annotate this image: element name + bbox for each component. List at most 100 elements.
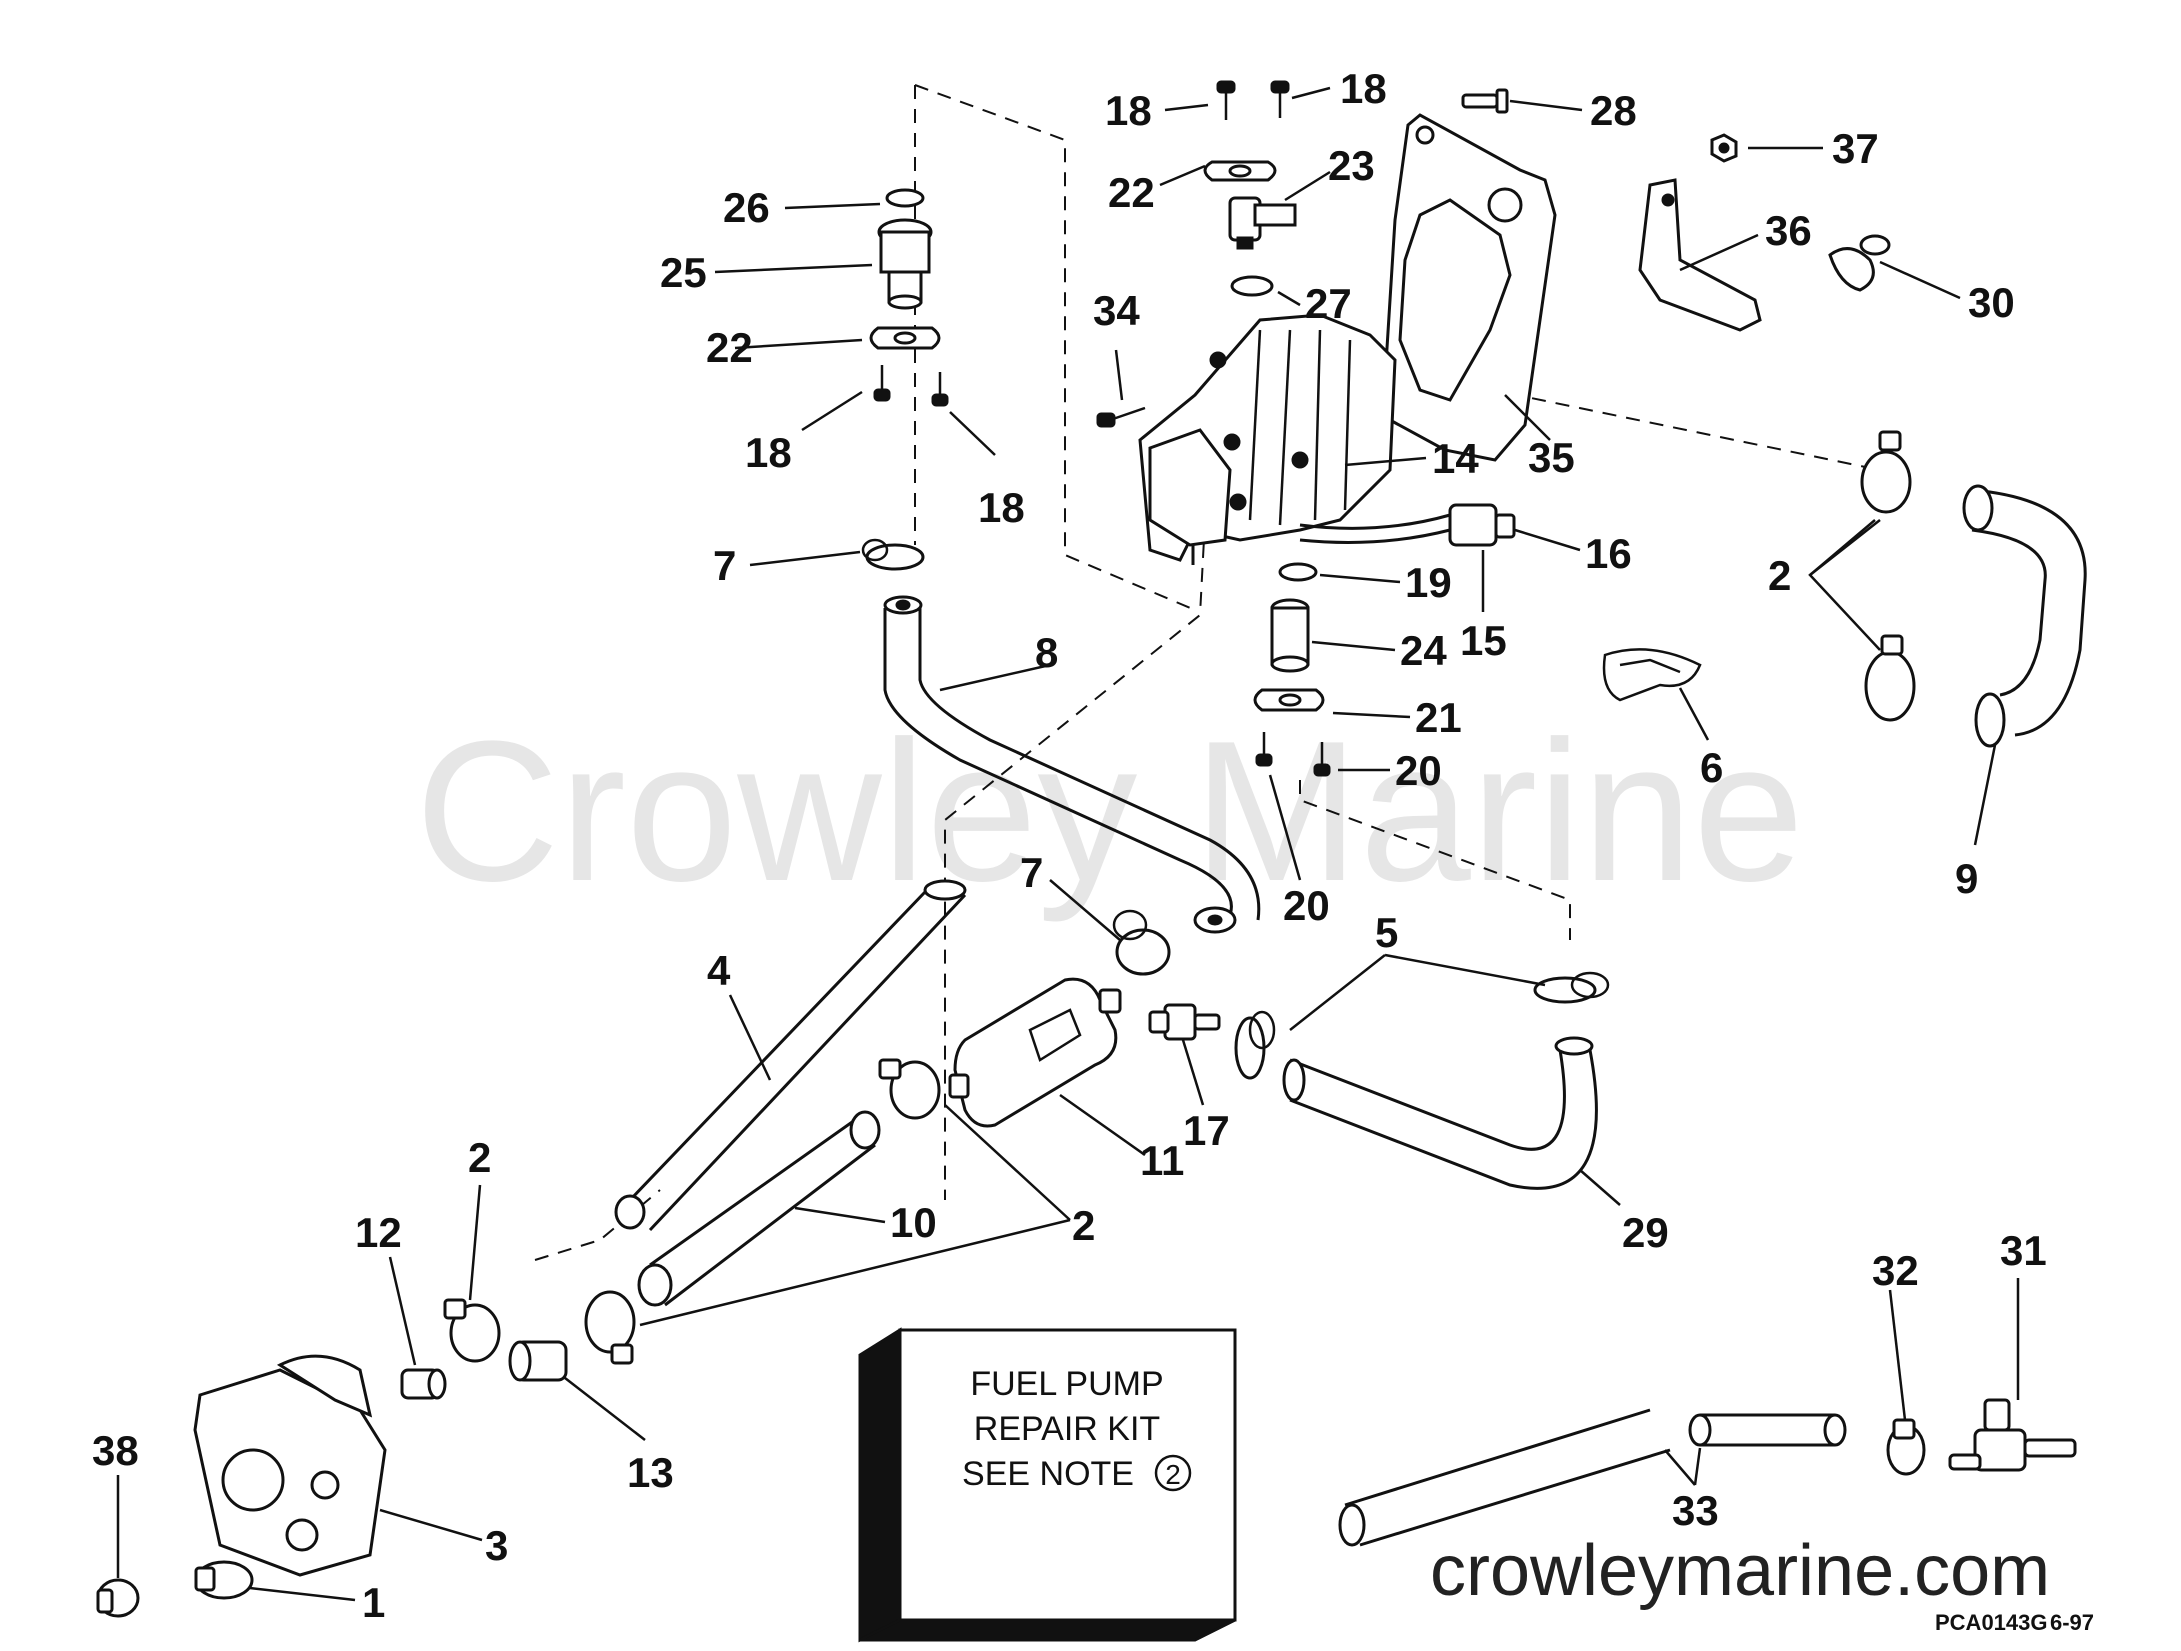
note-number: 2 [1165,1459,1181,1490]
o-ring-27 [1230,275,1274,297]
hose-9 [1962,484,2087,748]
callout-4: 4 [707,947,731,994]
drawing-code: PCA0143G [1935,1610,2048,1635]
callout-18: 18 [1340,65,1387,112]
plug-12 [400,1368,447,1400]
callout-5: 5 [1375,909,1398,956]
clamp-30 [1828,234,1891,292]
screw-20-b [1313,742,1331,777]
screw-34 [1096,406,1146,428]
website-text: crowleymarine.com [1430,1531,2050,1611]
gasket-21 [1253,688,1325,712]
watermark: Crowley Marine [415,700,1804,923]
callout-28: 28 [1590,87,1637,134]
callout-18: 18 [978,484,1025,531]
o-ring-19 [1278,562,1318,582]
screw-18-left-b [931,372,949,407]
elbow-fitting-23 [1228,196,1297,250]
hose-15 [1299,513,1451,544]
callout-26: 26 [723,184,770,231]
hose-10 [637,1110,881,1307]
fitting-25 [877,218,933,310]
callout-21: 21 [1415,694,1462,741]
valve-31 [1948,1398,2077,1472]
fitting-24 [1270,598,1310,673]
nut-37 [1710,133,1738,163]
callout-23: 23 [1328,142,1375,189]
callout-18: 18 [1105,87,1152,134]
callout-17: 17 [1183,1107,1230,1154]
clamp-2-right-bottom [1864,634,1916,722]
repair-kit-box: FUEL PUMP REPAIR KIT SEE NOTE 2 [858,1327,1237,1643]
repair-kit-line2: REPAIR KIT [974,1410,1160,1448]
clamp-32 [1886,1418,1926,1476]
fuel-pump-14 [1138,313,1397,565]
callout-20: 20 [1283,882,1330,929]
callout-36: 36 [1765,207,1812,254]
clamp-2-middle [878,1058,941,1120]
clamp-5-right [1533,971,1610,1004]
screw-18-top-right [1270,80,1290,118]
clamp-2-lower-right [584,1290,636,1365]
callout-22: 22 [706,324,753,371]
callout-19: 19 [1405,559,1452,606]
clamp-7-middle [1112,909,1171,976]
hose-29 [1282,1036,1598,1190]
callout-10: 10 [890,1199,937,1246]
callout-12: 12 [355,1209,402,1256]
repair-kit-line3: SEE NOTE [962,1455,1134,1493]
clamp-2-right-top [1860,430,1912,514]
fitting-17 [1148,1003,1221,1041]
callout-11: 11 [1140,1137,1184,1184]
fitting-16 [1448,503,1516,547]
clamp-38 [96,1578,140,1618]
note-circle [1154,1454,1192,1492]
callout-34: 34 [1093,287,1140,334]
callout-16: 16 [1585,530,1632,577]
callout-33: 33 [1672,1487,1719,1534]
connector-3 [193,1354,387,1577]
callout-32: 32 [1872,1247,1919,1294]
clamp-1 [194,1560,254,1600]
callout-2: 2 [1072,1202,1095,1249]
callout-14: 14 [1432,435,1479,482]
fuel-filter-11 [948,977,1122,1128]
callout-35: 35 [1528,434,1575,481]
callout-labels: 18 18 28 37 22 23 26 36 30 25 27 22 34 1… [92,65,2047,1626]
screw-20-a [1255,732,1273,767]
gasket-22-left [869,326,941,350]
bracket-36 [1638,178,1762,332]
callout-18: 18 [745,429,792,476]
clamp-7-top [861,538,925,571]
o-ring-26 [885,188,925,208]
callout-30: 30 [1968,279,2015,326]
callout-3: 3 [485,1522,508,1569]
drawing-date: 6-97 [2050,1610,2094,1635]
clamp-5-left [1234,1010,1276,1080]
mounting-plate-35 [1383,113,1557,462]
callout-1: 1 [362,1579,385,1626]
sleeve-13 [508,1340,568,1382]
callout-6: 6 [1700,744,1723,791]
callout-2: 2 [468,1134,491,1181]
callout-38: 38 [92,1427,139,1474]
hose-4 [614,879,967,1232]
callout-24: 24 [1400,627,1447,674]
callout-20: 20 [1395,747,1442,794]
screw-18-top-left [1216,80,1236,120]
gasket-22-top [1203,160,1277,182]
spring-clip-6 [1602,648,1702,702]
callout-31: 31 [2000,1227,2047,1274]
screw-28 [1461,88,1509,114]
repair-kit-line1: FUEL PUMP [970,1365,1163,1403]
callout-22: 22 [1108,169,1155,216]
callout-27: 27 [1305,280,1352,327]
callout-9: 9 [1955,855,1978,902]
callout-2: 2 [1768,552,1791,599]
callout-13: 13 [627,1449,674,1496]
screw-18-left-a [873,365,891,402]
hose-8 [883,595,1261,934]
callout-37: 37 [1832,125,1879,172]
callout-15: 15 [1460,617,1507,664]
